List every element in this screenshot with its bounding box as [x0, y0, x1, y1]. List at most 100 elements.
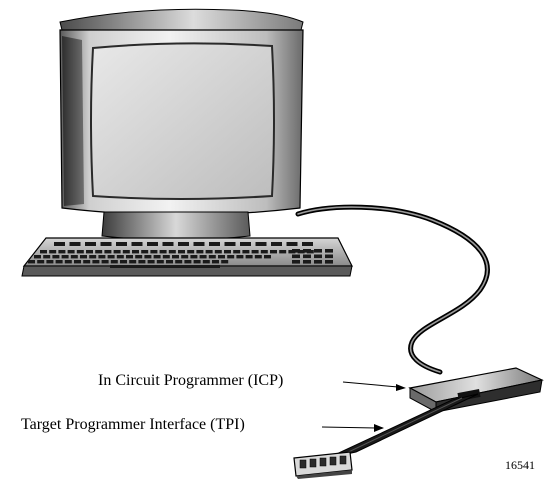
serial-cable	[295, 204, 490, 375]
key	[181, 255, 189, 259]
key	[74, 260, 81, 264]
key	[110, 260, 118, 264]
function-key	[178, 242, 189, 246]
key	[46, 260, 54, 264]
connector-pin	[299, 459, 307, 469]
key	[89, 255, 97, 259]
key	[95, 250, 103, 254]
icp-label: In Circuit Programmer (ICP)	[98, 372, 284, 389]
tpi-label: Target Programmer Interface (TPI)	[21, 416, 245, 433]
key	[178, 250, 185, 254]
keypad-key	[314, 260, 322, 264]
key	[264, 255, 271, 259]
function-key	[193, 242, 205, 246]
key	[116, 255, 124, 259]
key	[288, 250, 296, 254]
key	[218, 255, 225, 259]
in-circuit-programmer	[408, 367, 544, 413]
tpi-arrow-line	[321, 426, 377, 429]
keypad-key	[303, 254, 311, 259]
key	[159, 250, 167, 254]
function-key	[85, 242, 96, 246]
key	[34, 255, 41, 259]
key	[212, 260, 219, 264]
key	[236, 255, 244, 259]
key	[76, 250, 84, 254]
function-key	[116, 242, 127, 246]
monitor-base	[101, 211, 251, 241]
key	[107, 255, 115, 259]
key	[153, 255, 161, 259]
key	[260, 250, 268, 254]
key	[147, 260, 155, 264]
key	[120, 260, 127, 264]
monitor	[59, 8, 304, 241]
function-key	[147, 242, 158, 246]
key	[83, 260, 91, 264]
key	[251, 250, 259, 254]
key	[166, 260, 173, 264]
key	[101, 260, 109, 264]
keypad-key	[314, 254, 322, 259]
keypad-key	[325, 249, 333, 253]
key	[214, 250, 222, 254]
space-bar	[110, 265, 220, 268]
key	[141, 250, 149, 254]
key	[126, 255, 133, 259]
monitor-bezel-shadow	[62, 36, 84, 206]
key	[122, 250, 130, 254]
key	[43, 255, 51, 259]
key	[52, 255, 60, 259]
key	[138, 260, 146, 264]
key	[168, 250, 176, 254]
keypad-key	[314, 249, 322, 253]
key	[208, 255, 216, 259]
key	[187, 250, 195, 254]
connector-pins	[299, 455, 347, 469]
function-key	[100, 242, 112, 246]
icp-arrow-line	[342, 381, 399, 388]
keyboard	[21, 237, 353, 277]
key	[49, 250, 57, 254]
key	[144, 255, 152, 259]
key	[156, 260, 164, 264]
function-key	[224, 242, 236, 246]
key	[224, 250, 231, 254]
key	[61, 255, 69, 259]
key	[135, 255, 143, 259]
function-key	[131, 242, 143, 246]
keypad-key	[303, 249, 311, 253]
function-key	[302, 242, 313, 246]
key	[297, 250, 305, 254]
key	[233, 250, 241, 254]
keypad-key	[303, 260, 311, 264]
key	[150, 250, 158, 254]
key	[98, 255, 106, 259]
key	[227, 255, 235, 259]
key	[86, 250, 93, 254]
figure-number: 16541	[505, 458, 535, 472]
key	[190, 255, 198, 259]
key	[175, 260, 183, 264]
key	[64, 260, 72, 264]
key	[58, 250, 66, 254]
key	[242, 250, 250, 254]
icp-arrowhead	[396, 384, 406, 391]
label-arrows	[321, 381, 406, 432]
keypad-key	[292, 254, 300, 259]
key	[28, 260, 35, 264]
key	[193, 260, 201, 264]
function-key	[162, 242, 174, 246]
connector-pin	[329, 456, 337, 466]
function-key	[240, 242, 251, 246]
keypad-key	[325, 260, 333, 264]
key	[132, 250, 139, 254]
function-key	[286, 242, 298, 246]
monitor-top-housing	[59, 8, 304, 35]
key	[55, 260, 63, 264]
key	[196, 250, 204, 254]
keypad-key	[292, 249, 300, 253]
key	[70, 255, 78, 259]
key	[245, 255, 253, 259]
